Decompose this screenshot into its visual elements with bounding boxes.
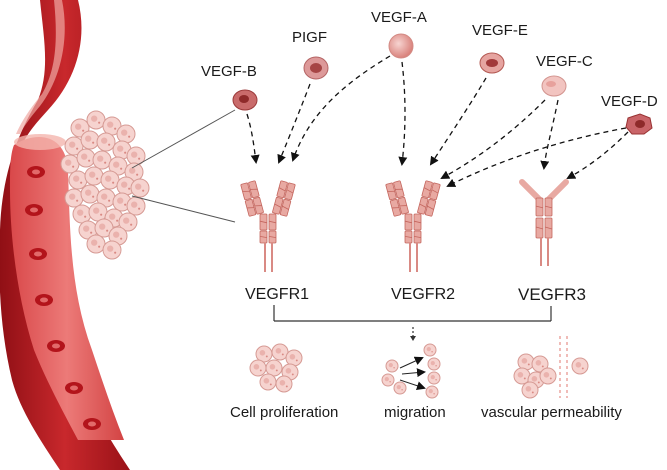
label-vegfr2: VEGFR2 — [391, 286, 455, 303]
arrow-vegfe-to-vegfr2 — [429, 77, 487, 166]
vessel-wall — [0, 0, 130, 470]
ligand-vegf-e: VEGF-E — [472, 22, 528, 74]
ligands: VEGF-B PIGF VEGF-A VEGF-E VEGF-C VEGF-D — [201, 9, 658, 135]
red-blood-cell — [27, 166, 45, 178]
proliferation-cell — [259, 373, 277, 391]
zoom-line-bottom — [131, 195, 236, 223]
ligand-pigf: PIGF — [292, 29, 329, 80]
permeability-cell — [539, 367, 557, 385]
tumor-cell-cluster — [60, 110, 150, 260]
tumor-cell — [64, 188, 84, 208]
permeability-cell — [517, 353, 535, 371]
migrated-cell — [427, 371, 441, 385]
label-vegf-a: VEGF-A — [371, 9, 427, 26]
arrow-pigf-to-vegfr1 — [277, 83, 311, 164]
tumor-cell — [112, 192, 132, 212]
arrow-vegfd-to-vegfr3 — [566, 131, 629, 179]
tumor-cell — [126, 146, 146, 166]
zoom-line-top — [131, 109, 236, 169]
lumen-opening — [14, 134, 66, 150]
ligand-vegf-b: VEGF-B — [201, 63, 258, 111]
migration-cells — [381, 343, 441, 399]
proliferation-cell — [275, 375, 293, 393]
binding-arrows — [246, 55, 629, 187]
tumor-cell — [80, 130, 100, 150]
red-blood-cell — [29, 248, 47, 260]
label-pigf: PIGF — [292, 29, 327, 46]
proliferation-cell — [255, 345, 273, 363]
tumor-cell — [100, 170, 120, 190]
red-blood-cell — [25, 204, 43, 216]
migrated-cell — [427, 357, 441, 371]
proliferation-cell — [285, 349, 303, 367]
tumor-cell — [102, 240, 122, 260]
proliferation-cell — [265, 359, 283, 377]
extravasated-cell — [571, 357, 589, 375]
migrated-cell — [423, 343, 437, 357]
tumor-cell — [86, 110, 106, 130]
red-blood-cell — [47, 340, 65, 352]
ligand-vegf-d: VEGF-D — [601, 93, 658, 135]
tumor-cell — [76, 148, 96, 168]
label-vegf-e: VEGF-E — [472, 22, 528, 39]
tumor-cell — [92, 150, 112, 170]
tumor-cell — [80, 184, 100, 204]
arrow-vegfd-to-vegfr2 — [446, 127, 627, 187]
receptor-vegfr2 — [385, 180, 441, 272]
tumor-cell — [72, 204, 92, 224]
receptor-vegfr1 — [240, 180, 296, 272]
tumor-cell — [116, 124, 136, 144]
label-vegf-d: VEGF-D — [601, 93, 658, 110]
arrow-vegfa-to-vegfr2 — [398, 61, 408, 166]
receptor-vegfr3 — [519, 179, 569, 266]
proliferation-cells — [249, 343, 303, 393]
vessel-highlight — [16, 0, 65, 134]
migrating-cell — [393, 381, 407, 395]
migrating-cell — [381, 373, 395, 387]
tumor-cell — [60, 154, 80, 174]
arrow-vegfa-to-vegfr1 — [290, 55, 391, 162]
tumor-cell — [126, 196, 146, 216]
label-cell-proliferation: Cell proliferation — [230, 404, 338, 421]
permeability-cells — [513, 353, 589, 399]
label-vegf-b: VEGF-B — [201, 63, 257, 80]
pathway-bracket — [273, 305, 552, 341]
tumor-cell — [68, 170, 88, 190]
label-vascular-permeability: vascular permeability — [481, 404, 622, 421]
permeability-cell — [531, 355, 549, 373]
red-blood-cell — [83, 418, 101, 430]
tumor-cell — [88, 202, 108, 222]
receptors — [240, 179, 569, 272]
permeability-barrier — [559, 336, 568, 398]
tumor-cell — [130, 178, 150, 198]
proliferation-cell — [271, 343, 289, 361]
blood-vessel — [0, 0, 130, 470]
migration-arrows — [399, 356, 426, 391]
permeability-cell — [513, 367, 531, 385]
ligand-vegf-c: VEGF-C — [536, 53, 593, 97]
red-blood-cell — [65, 382, 83, 394]
tumor-cell — [118, 212, 138, 232]
red-blood-cells — [25, 166, 101, 430]
label-vegf-c: VEGF-C — [536, 53, 593, 70]
arrow-vegfc-to-vegfr3 — [540, 99, 559, 170]
migrated-cell — [425, 385, 439, 399]
tumor-cell — [124, 162, 144, 182]
tumor-cell — [86, 234, 106, 254]
tumor-cell — [84, 166, 104, 186]
proliferation-cell — [249, 359, 267, 377]
label-migration: migration — [384, 404, 446, 421]
ligand-vegf-a: VEGF-A — [371, 9, 427, 59]
tumor-cell — [96, 132, 116, 152]
label-vegfr3: VEGFR3 — [518, 285, 586, 304]
arrow-vegfb-to-vegfr1 — [246, 113, 260, 164]
permeability-cell — [521, 381, 539, 399]
migrating-cell — [385, 359, 399, 373]
red-blood-cell — [35, 294, 53, 306]
label-vegfr1: VEGFR1 — [245, 286, 309, 303]
